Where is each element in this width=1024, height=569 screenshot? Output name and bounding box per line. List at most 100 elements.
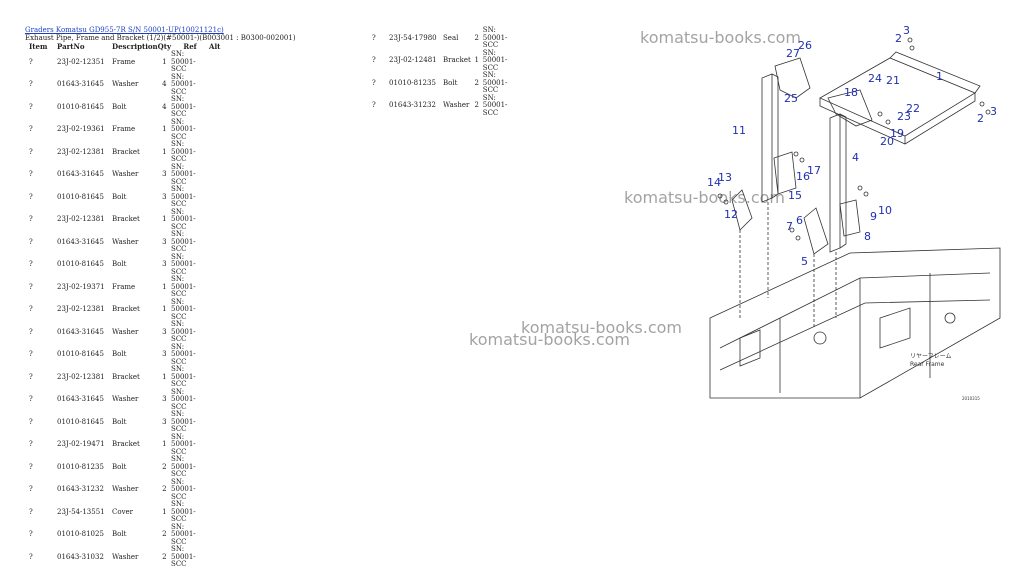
cell-ref: SN: 50001-SCC — [171, 230, 209, 254]
cell-partno: 01643-31645 — [57, 80, 104, 88]
cell-alt — [209, 51, 220, 74]
cell-item: ? — [29, 327, 33, 336]
watermark: komatsu-books.com — [624, 188, 785, 207]
cell-description: Cover — [112, 507, 134, 516]
cell-description: Washer — [112, 485, 139, 493]
cell-partno: 23J-02-12381 — [57, 305, 105, 313]
cell-description: Bolt — [112, 260, 127, 268]
frame-label-en: Rear Frame — [910, 361, 945, 368]
cell-partno: 23J-02-12381 — [57, 147, 105, 156]
ref-line: SN: 50001- — [171, 342, 196, 358]
cell-item: ? — [29, 485, 33, 493]
cell-item: ? — [29, 305, 33, 313]
cell-description: Frame — [112, 57, 136, 66]
ref-line: SCC — [171, 200, 187, 208]
parts-table-left: Item PartNo Description Qty Ref Alt ?23J… — [25, 42, 220, 569]
cell-description: Washer — [112, 327, 139, 336]
ref-line: SN: 50001- — [171, 50, 196, 66]
cell-item: ? — [29, 507, 33, 516]
drawing-number: 2010315 — [962, 396, 980, 401]
ref-line: SCC — [482, 108, 499, 117]
cell-partno: 01010-81645 — [57, 102, 104, 111]
cell-qty: 2 — [474, 101, 480, 109]
cell-item: ? — [29, 170, 33, 178]
cell-qty: 4 — [162, 102, 167, 111]
cell-qty: 1 — [162, 305, 167, 313]
ref-line: SN: 50001- — [171, 522, 196, 538]
cell-item: ? — [29, 192, 33, 201]
callout-3: 3 — [903, 24, 910, 37]
cell-description: Bolt — [112, 417, 127, 426]
cell-qty: 4 — [162, 80, 167, 88]
exploded-parts-diagram: 1 2 3 2 3 4 5 6 7 8 9 10 11 12 13 14 15 … — [707, 24, 1001, 401]
cell-description: Washer — [112, 237, 139, 246]
cell-description: Frame — [112, 282, 136, 291]
ref-line: SN: 50001- — [171, 477, 196, 493]
cell-partno: 01643-31232 — [389, 101, 436, 109]
callout-2b: 2 — [977, 112, 984, 125]
cell-ref: SN: 50001-SCC — [171, 477, 209, 502]
cell-ref: SN: 50001-SCC — [171, 140, 209, 164]
callout-27: 27 — [786, 47, 800, 60]
cell-description: Frame — [112, 125, 136, 133]
cell-partno: 01010-81645 — [57, 260, 104, 268]
cell-partno: 23J-02-19361 — [57, 125, 105, 133]
callout-20: 20 — [880, 135, 894, 148]
callout-9: 9 — [870, 210, 877, 223]
ref-line: SCC — [171, 447, 187, 456]
ref-line: SCC — [171, 335, 187, 343]
cell-alt — [209, 141, 220, 164]
cell-alt — [209, 411, 220, 434]
cell-alt — [209, 119, 220, 142]
callout-12: 12 — [724, 208, 738, 221]
ref-line: SN: 50001- — [171, 95, 196, 111]
cell-description: Bracket — [112, 215, 140, 223]
ref-line: SN: 50001- — [171, 162, 196, 178]
cell-qty: 2 — [162, 552, 167, 561]
breadcrumb-link[interactable]: Graders Komatsu GD955-7R S/N 50001-UP(10… — [25, 26, 224, 34]
diagram-callouts: 1 2 3 2 3 4 5 6 7 8 9 10 11 12 13 14 15 … — [707, 24, 997, 401]
watermark: komatsu-books.com — [469, 330, 630, 349]
cell-alt — [209, 96, 220, 119]
cell-item: ? — [372, 78, 376, 87]
cell-description: Bolt — [112, 462, 127, 471]
callout-1: 1 — [936, 70, 943, 83]
cell-item: ? — [29, 57, 33, 66]
cell-description: Bracket — [112, 440, 140, 448]
cell-partno: 01643-31032 — [57, 552, 104, 561]
cell-item: ? — [29, 80, 33, 88]
cell-qty: 1 — [162, 57, 167, 66]
ref-line: SCC — [171, 132, 187, 141]
cell-qty: 2 — [162, 462, 167, 471]
cell-item: ? — [29, 552, 33, 561]
cell-qty: 1 — [474, 56, 480, 64]
cell-alt — [209, 276, 220, 299]
ref-line: SCC — [171, 537, 187, 546]
callout-6: 6 — [796, 214, 803, 227]
parts-list-left: Graders Komatsu GD955-7R S/N 50001-UP(10… — [25, 26, 355, 569]
ref-line: SCC — [171, 267, 187, 276]
cell-ref: SN: 50001-SCC — [171, 118, 209, 142]
ref-line: SN: 50001- — [171, 252, 196, 268]
cell-item: ? — [372, 101, 376, 109]
ref-line: SN: 50001- — [171, 297, 196, 313]
callout-5: 5 — [801, 255, 808, 268]
cell-qty: 1 — [162, 282, 167, 291]
callout-2: 2 — [895, 32, 902, 45]
cell-ref: SN: 50001-SCC — [483, 26, 521, 50]
cell-partno: 01643-31645 — [57, 327, 104, 336]
cell-ref: SN: 50001-SCC — [483, 49, 521, 73]
ref-line: SN: 50001- — [171, 500, 196, 516]
table-header-row: Item PartNo Description Qty Ref Alt — [25, 42, 220, 51]
cell-description: Washer — [443, 101, 470, 109]
cell-alt — [209, 209, 220, 232]
cell-qty: 2 — [474, 78, 480, 87]
